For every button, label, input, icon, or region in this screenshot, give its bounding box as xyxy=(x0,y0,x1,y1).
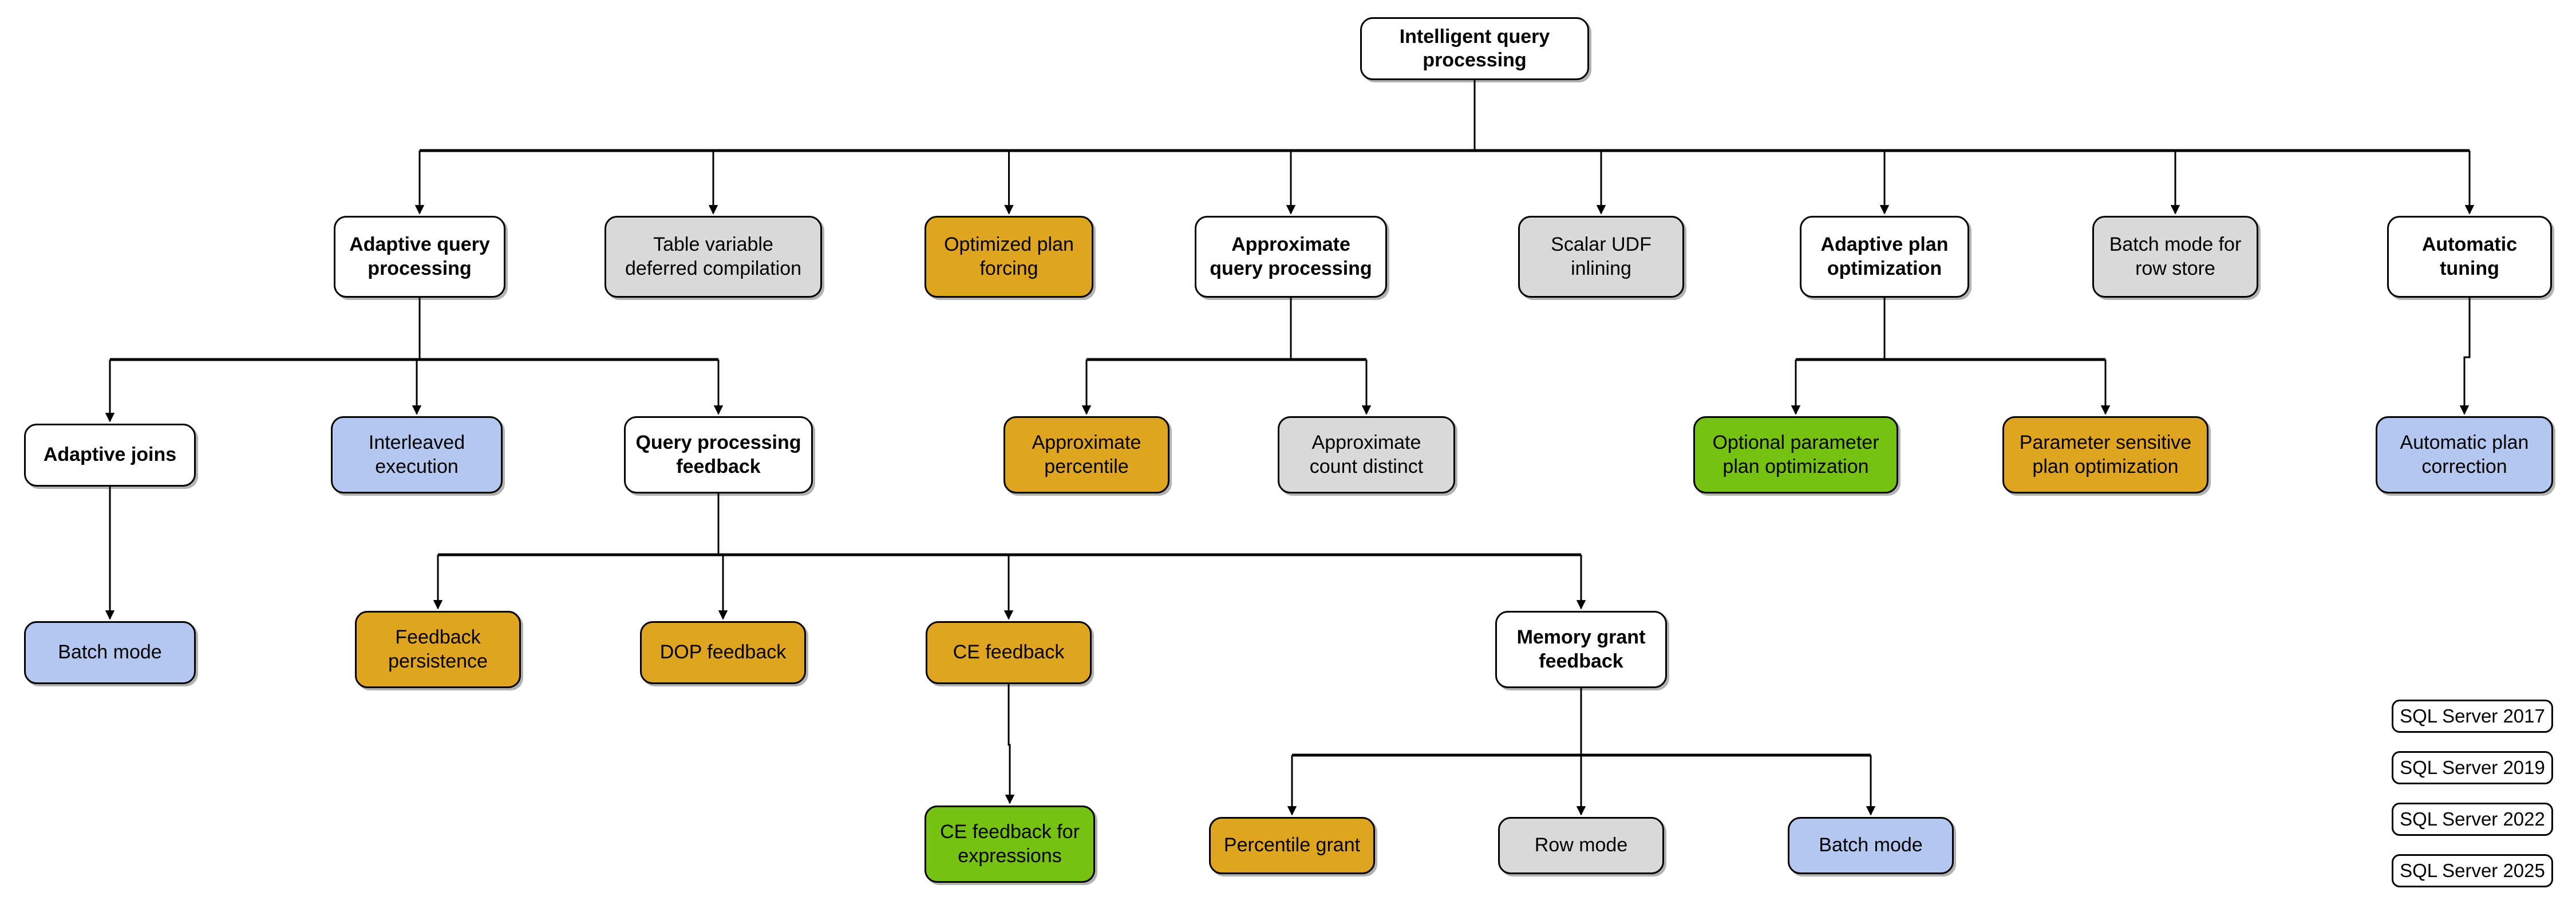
legend-item-label: SQL Server 2025 xyxy=(2400,860,2545,881)
node-autotune[interactable]: Automatic tuning xyxy=(2387,216,2552,298)
node-label: Intelligent query processing xyxy=(1399,25,1550,71)
node-sudf[interactable]: Scalar UDF inlining xyxy=(1518,216,1684,298)
node-label: Query processing feedback xyxy=(635,432,801,477)
node-pgrant[interactable]: Percentile grant xyxy=(1209,817,1375,874)
node-label: Adaptive joins xyxy=(43,444,177,466)
node-qpf[interactable]: Query processing feedback xyxy=(624,416,813,493)
node-aqproc[interactable]: Approximate query processing xyxy=(1195,216,1387,298)
node-label: Memory grant feedback xyxy=(1516,626,1646,672)
node-label: Interleaved execution xyxy=(368,432,465,477)
node-label: Percentile grant xyxy=(1223,834,1361,856)
node-batchmode2[interactable]: Batch mode xyxy=(1788,817,1954,874)
node-label: Optimized plan forcing xyxy=(944,234,1074,279)
legend-item-sql-server-2025: SQL Server 2025 xyxy=(2392,854,2553,887)
node-tvdc[interactable]: Table variable deferred compilation xyxy=(605,216,822,298)
node-label: Batch mode for row store xyxy=(2109,234,2242,279)
node-label: Table variable deferred compilation xyxy=(625,234,802,279)
node-apc[interactable]: Automatic plan correction xyxy=(2376,416,2553,493)
node-label: Approximate percentile xyxy=(1032,432,1141,477)
edge-cefb-to-cefbexpr xyxy=(1005,684,1015,804)
node-label: Feedback persistence xyxy=(388,626,488,672)
legend-item-sql-server-2022: SQL Server 2022 xyxy=(2392,803,2553,836)
node-label: Adaptive query processing xyxy=(349,234,490,279)
node-dopfb[interactable]: DOP feedback xyxy=(640,621,806,684)
node-label: Batch mode xyxy=(1819,834,1923,856)
node-label: Scalar UDF inlining xyxy=(1551,234,1652,279)
node-label: DOP feedback xyxy=(659,641,787,664)
node-rowmode[interactable]: Row mode xyxy=(1498,817,1664,874)
node-label: Adaptive plan optimization xyxy=(1820,234,1949,279)
legend-item-label: SQL Server 2019 xyxy=(2400,757,2545,778)
node-mgf[interactable]: Memory grant feedback xyxy=(1495,611,1667,688)
node-label: CE feedback for expressions xyxy=(940,821,1080,867)
node-aqp[interactable]: Adaptive query processing xyxy=(334,216,505,298)
legend-item-sql-server-2017: SQL Server 2017 xyxy=(2392,700,2553,733)
node-cefb[interactable]: CE feedback xyxy=(926,621,1092,684)
node-adaptjoins[interactable]: Adaptive joins xyxy=(24,424,196,487)
node-label: Batch mode xyxy=(58,641,162,664)
node-label: Optional parameter plan optimization xyxy=(1712,432,1879,477)
node-interleaved[interactable]: Interleaved execution xyxy=(331,416,503,493)
node-label: CE feedback xyxy=(953,641,1065,664)
node-cefbexpr[interactable]: CE feedback for expressions xyxy=(924,806,1095,883)
node-label: Approximate count distinct xyxy=(1309,432,1424,477)
node-bmrs[interactable]: Batch mode for row store xyxy=(2092,216,2258,298)
node-label: Parameter sensitive plan optimization xyxy=(2019,432,2192,477)
legend-item-label: SQL Server 2022 xyxy=(2400,808,2545,830)
legend-item-label: SQL Server 2017 xyxy=(2400,705,2545,727)
node-label: Row mode xyxy=(1534,834,1628,856)
legend-item-sql-server-2019: SQL Server 2019 xyxy=(2392,751,2553,784)
node-apercentile[interactable]: Approximate percentile xyxy=(1003,416,1170,493)
node-root[interactable]: Intelligent query processing xyxy=(1360,17,1589,80)
node-oppo[interactable]: Optional parameter plan optimization xyxy=(1693,416,1898,493)
node-fbpersist[interactable]: Feedback persistence xyxy=(355,611,521,688)
node-acountd[interactable]: Approximate count distinct xyxy=(1278,416,1455,493)
node-label: Approximate query processing xyxy=(1210,234,1372,279)
edge-autotune-to-apc xyxy=(2459,298,2471,415)
node-batchmode1[interactable]: Batch mode xyxy=(24,621,196,684)
node-label: Automatic tuning xyxy=(2421,234,2518,279)
node-opf[interactable]: Optimized plan forcing xyxy=(924,216,1093,298)
node-apo[interactable]: Adaptive plan optimization xyxy=(1800,216,1969,298)
node-psp[interactable]: Parameter sensitive plan optimization xyxy=(2002,416,2208,493)
node-label: Automatic plan correction xyxy=(2400,432,2529,477)
